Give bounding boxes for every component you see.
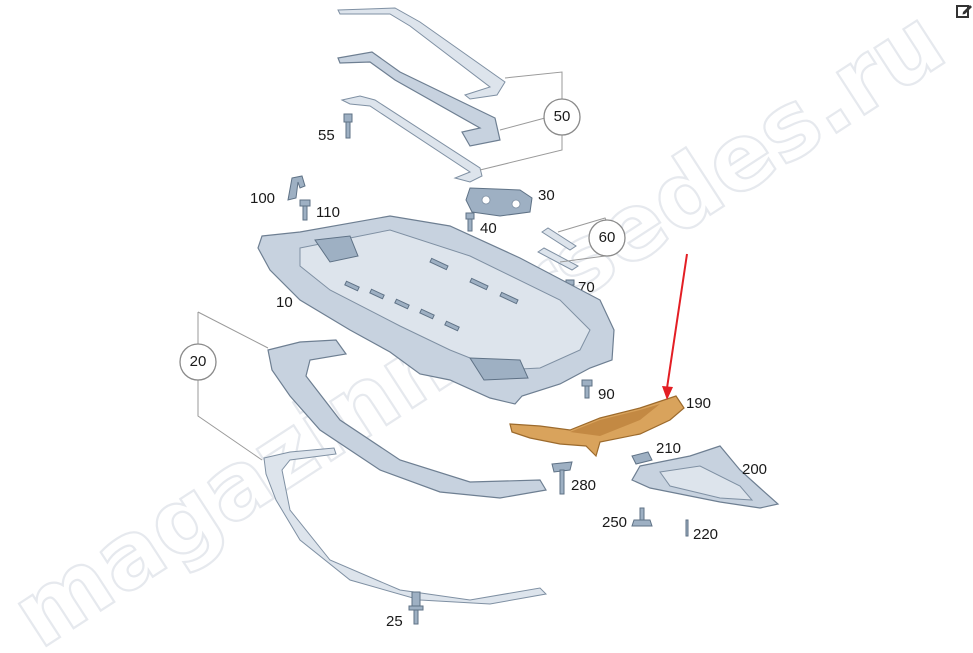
label-110: 110: [316, 204, 340, 221]
part-55-clip: [343, 113, 353, 139]
svg-text:60: 60: [599, 229, 616, 246]
part-40-screw: [465, 212, 475, 232]
red-indicator-arrow: [662, 253, 688, 400]
label-210: 210: [656, 440, 681, 457]
part-280-bracket: [551, 461, 573, 495]
label-40: 40: [480, 220, 497, 237]
label-55: 55: [318, 127, 335, 144]
part-30-actuator: [465, 187, 533, 217]
label-280: 280: [571, 477, 596, 494]
label-220: 220: [693, 526, 718, 543]
label-100: 100: [250, 190, 275, 207]
part-25-screw: [408, 591, 424, 625]
label-90: 90: [598, 386, 615, 403]
callout-20: 20: [179, 343, 217, 381]
part-250-clip: [631, 507, 653, 527]
part-190-highlighted-panel: [509, 395, 685, 458]
callout-50: 50: [543, 98, 581, 136]
label-200: 200: [742, 461, 767, 478]
part-100-bracket: [287, 175, 306, 201]
part-110-screw: [299, 199, 311, 221]
callout-20-leads: [197, 311, 269, 461]
svg-text:20: 20: [190, 353, 207, 370]
label-190: 190: [686, 395, 711, 412]
part-210-clip: [631, 451, 653, 465]
svg-text:50: 50: [554, 108, 571, 125]
part-10-underbody-panel: [257, 215, 615, 405]
part-90-screw: [581, 379, 593, 399]
label-250: 250: [602, 514, 627, 531]
label-10: 10: [276, 294, 293, 311]
callout-50-leads: [479, 71, 563, 171]
label-25: 25: [386, 613, 403, 630]
part-200-side-panel: [631, 445, 780, 509]
part-60-strips: [537, 227, 579, 271]
label-30: 30: [538, 187, 555, 204]
callout-60: 60: [588, 219, 626, 257]
panel-vent-slots: [344, 257, 519, 332]
edit-icon[interactable]: [955, 2, 973, 20]
part-50-trim-strips: [337, 7, 506, 183]
part-220-pin: [685, 519, 689, 537]
part-20-front-trim: [263, 339, 548, 605]
